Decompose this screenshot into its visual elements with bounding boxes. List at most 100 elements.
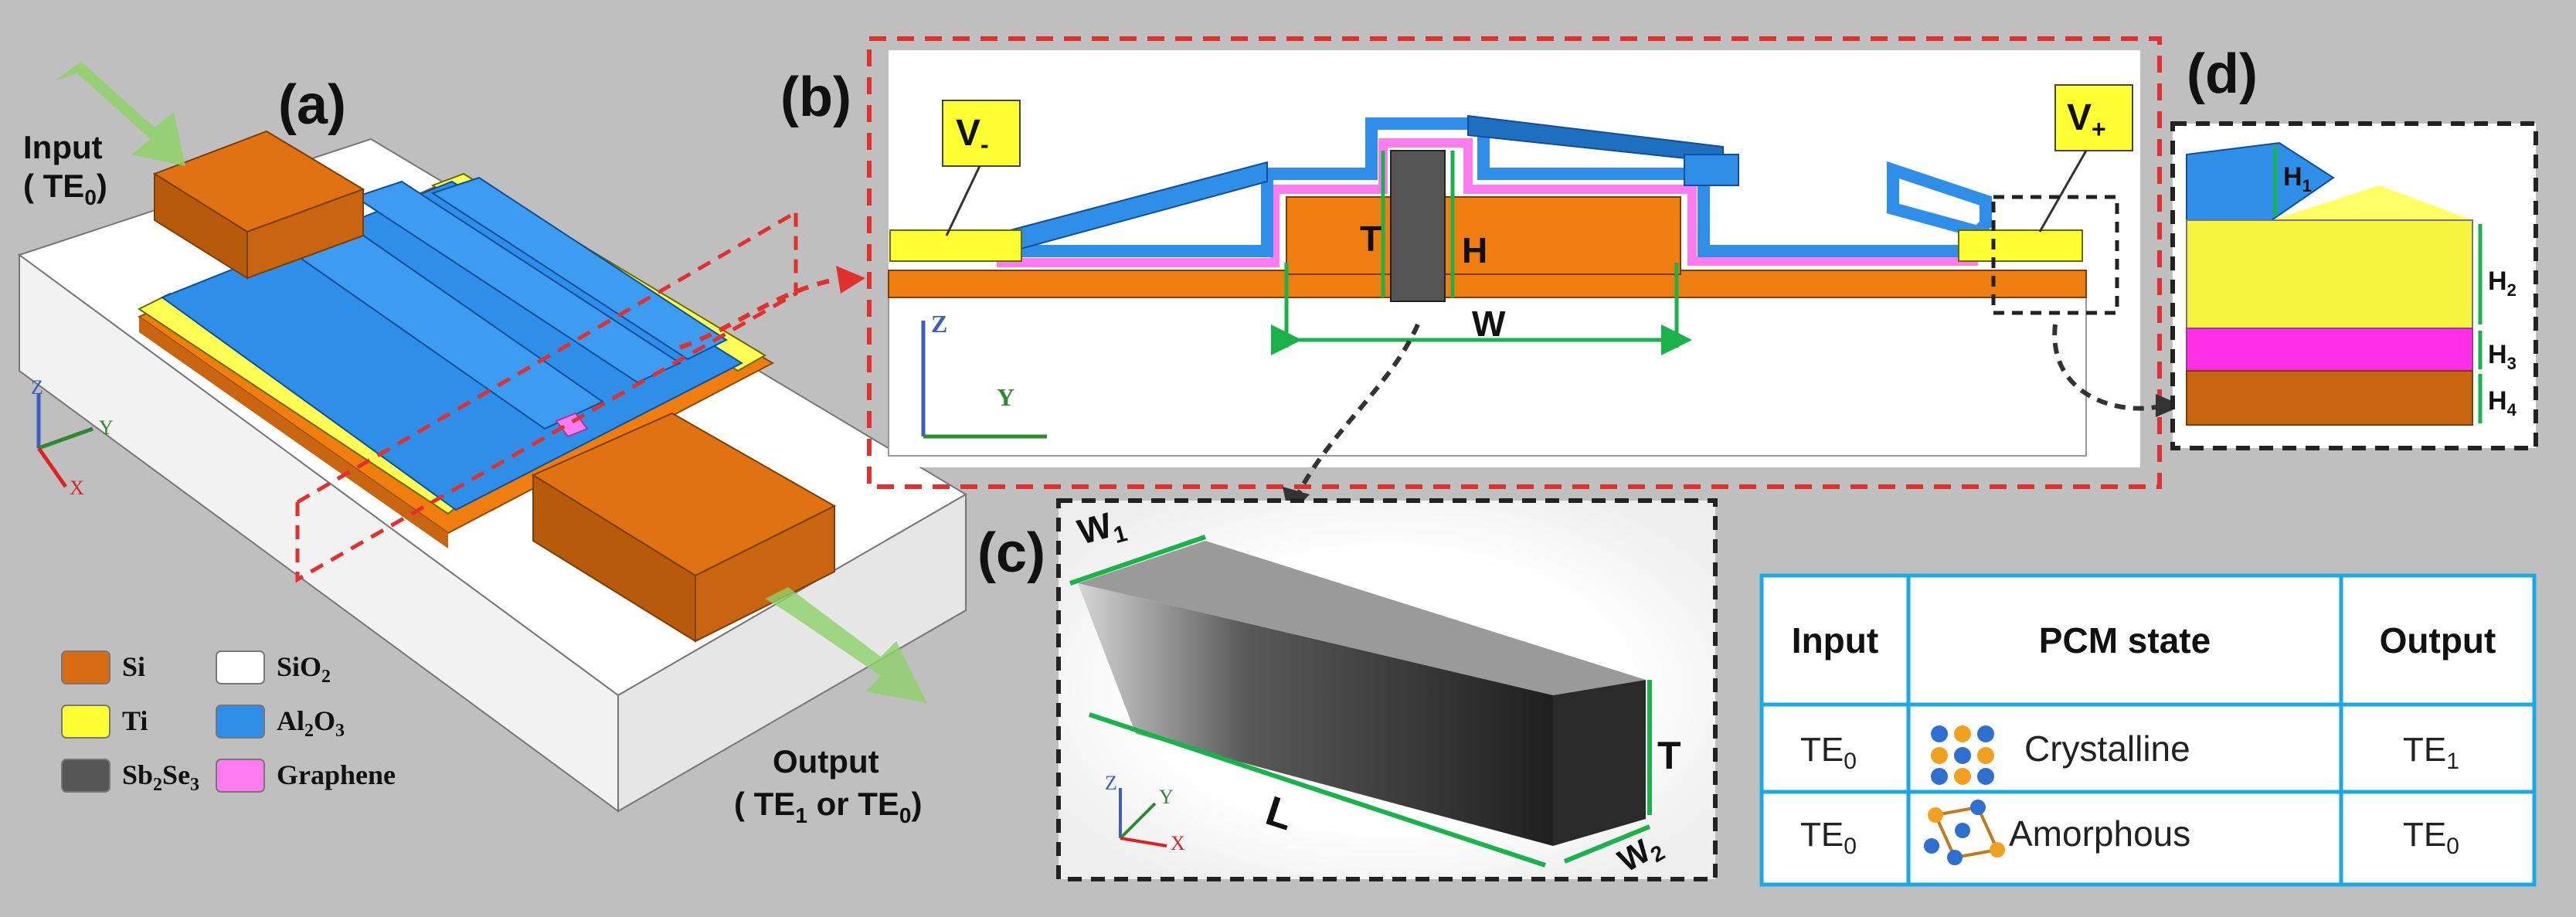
panel-label-c: (c)	[977, 522, 1045, 584]
v-minus-leader	[945, 165, 981, 236]
cross-section-ti-right	[1958, 229, 2083, 262]
detail-al2o3	[2186, 141, 2335, 221]
cross-section-frame	[867, 36, 2162, 489]
crystalline-icon	[1931, 725, 1994, 785]
legend-swatch	[61, 705, 110, 739]
legend-swatch	[61, 650, 110, 684]
axis-z-label: Z	[31, 376, 43, 399]
legend-swatch	[216, 650, 265, 684]
pcm-block-side	[1553, 680, 1646, 846]
pcm-block-top	[1078, 541, 1646, 695]
input-arrow	[54, 62, 185, 166]
input-mode-label: ( TE0)	[23, 168, 107, 209]
label-W: W	[1472, 304, 1506, 344]
table-background	[1759, 573, 2537, 887]
detail-arrow-head	[2156, 394, 2183, 417]
axis-x-c	[1120, 837, 1167, 847]
panel-label-d: (d)	[2187, 43, 2258, 105]
cross-section-si-rib	[1286, 196, 1681, 275]
cross-section-pcm	[1390, 150, 1446, 302]
table-cell-state: Crystalline	[2024, 729, 2190, 769]
output-label: Output	[773, 743, 879, 779]
output-arrow	[765, 587, 927, 703]
al2o3-ridge-3	[430, 176, 729, 361]
al2o3-ridge-2	[353, 180, 682, 384]
axis-y-label-c: Y	[1159, 786, 1174, 808]
dim-W1	[1069, 535, 1206, 586]
detail-marker	[1991, 195, 2119, 315]
legend-swatch	[61, 759, 110, 793]
table-cell-input: TE0	[1800, 731, 1857, 774]
detail-arrow	[2052, 324, 2164, 411]
dim-L	[1089, 712, 1546, 868]
axis-y-label-b: Y	[997, 383, 1014, 411]
detail-graphene	[2186, 328, 2473, 372]
cross-section-graphene	[997, 138, 1978, 267]
cut-arrow-head	[836, 266, 865, 294]
panel-c: (c) W1 L T W2 Z Y X	[977, 323, 1718, 881]
output-waveguide-side	[695, 504, 835, 643]
legend-label: Sb2Se3	[122, 759, 199, 795]
legend-label: Ti	[122, 705, 148, 736]
pcm-block-front	[1078, 583, 1553, 846]
panel-d: (d) H1 H2 H3 H4	[2170, 43, 2538, 450]
v-minus-label: V-	[956, 113, 989, 158]
table-cell-output: TE1	[2403, 731, 2459, 774]
input-label: Input	[23, 129, 103, 165]
cross-section-sio2	[888, 297, 2087, 457]
table-header-state: PCM state	[2039, 620, 2211, 661]
legend-label: SiO2	[277, 651, 331, 687]
table-cell-state: Amorphous	[2009, 813, 2190, 854]
label-H3: H3	[2488, 340, 2517, 373]
legend-label: Si	[122, 651, 145, 682]
si-slab-front	[139, 317, 448, 549]
axis-y-c	[1119, 802, 1157, 840]
cross-section-al2o3-bar-right	[1684, 154, 1739, 186]
legend-swatch	[216, 705, 265, 739]
input-waveguide-side	[246, 188, 364, 280]
state-table: Input PCM state Output TE0 Crystalline T…	[1759, 573, 2537, 887]
sio2-substrate-side	[617, 493, 967, 813]
table-cell-input: TE0	[1800, 816, 1857, 859]
v-plus-box	[2054, 84, 2133, 151]
axis-x	[36, 447, 68, 488]
cross-section-ti-left	[889, 229, 1022, 262]
legend-label: Graphene	[277, 759, 396, 790]
axis-triad-a: Z Y X	[31, 376, 114, 499]
output-mode-label: ( TE1 or TE0)	[734, 786, 923, 827]
panel-b: (b) V- V+ T H W	[780, 36, 2183, 489]
legend-label: Al2O3	[277, 705, 345, 741]
panel-a: (a) Input ( TE0) Output ( TE1 or TE0) Z …	[17, 62, 967, 827]
label-H4: H4	[2488, 386, 2517, 419]
axis-y	[38, 426, 93, 450]
label-T: T	[1360, 219, 1381, 259]
axis-triad-b: Z Y	[921, 310, 1047, 439]
dim-W2	[1563, 824, 1651, 864]
pcm-link-arrow	[1296, 323, 1420, 496]
legend-swatch	[216, 759, 265, 793]
label-H: H	[1462, 230, 1487, 270]
axis-z-label-c: Z	[1105, 772, 1117, 794]
axis-y-label: Y	[99, 416, 114, 439]
table-header-output: Output	[2380, 620, 2496, 661]
axis-triad-c: Z Y X	[1105, 772, 1185, 854]
axis-z-label-b: Z	[931, 310, 947, 338]
v-plus-label: V+	[2067, 97, 2106, 143]
cut-arrow	[678, 277, 835, 350]
detail-ti-top	[2187, 185, 2472, 220]
amorphous-icon	[1924, 800, 2005, 865]
label-T-block: T	[1657, 734, 1681, 777]
table-cell-output: TE0	[2403, 816, 2459, 859]
detail-ti	[2186, 219, 2473, 329]
panel-label-a: (a)	[278, 74, 346, 136]
axis-x-label-c: X	[1171, 832, 1185, 854]
cross-section-al2o3	[997, 117, 1992, 257]
label-H1: H1	[2283, 162, 2312, 195]
label-H2: H2	[2488, 267, 2517, 300]
panel-label-b: (b)	[780, 66, 851, 128]
v-minus-box	[942, 100, 1021, 167]
v-plus-leader	[2038, 150, 2088, 233]
table-header-input: Input	[1792, 620, 1878, 661]
